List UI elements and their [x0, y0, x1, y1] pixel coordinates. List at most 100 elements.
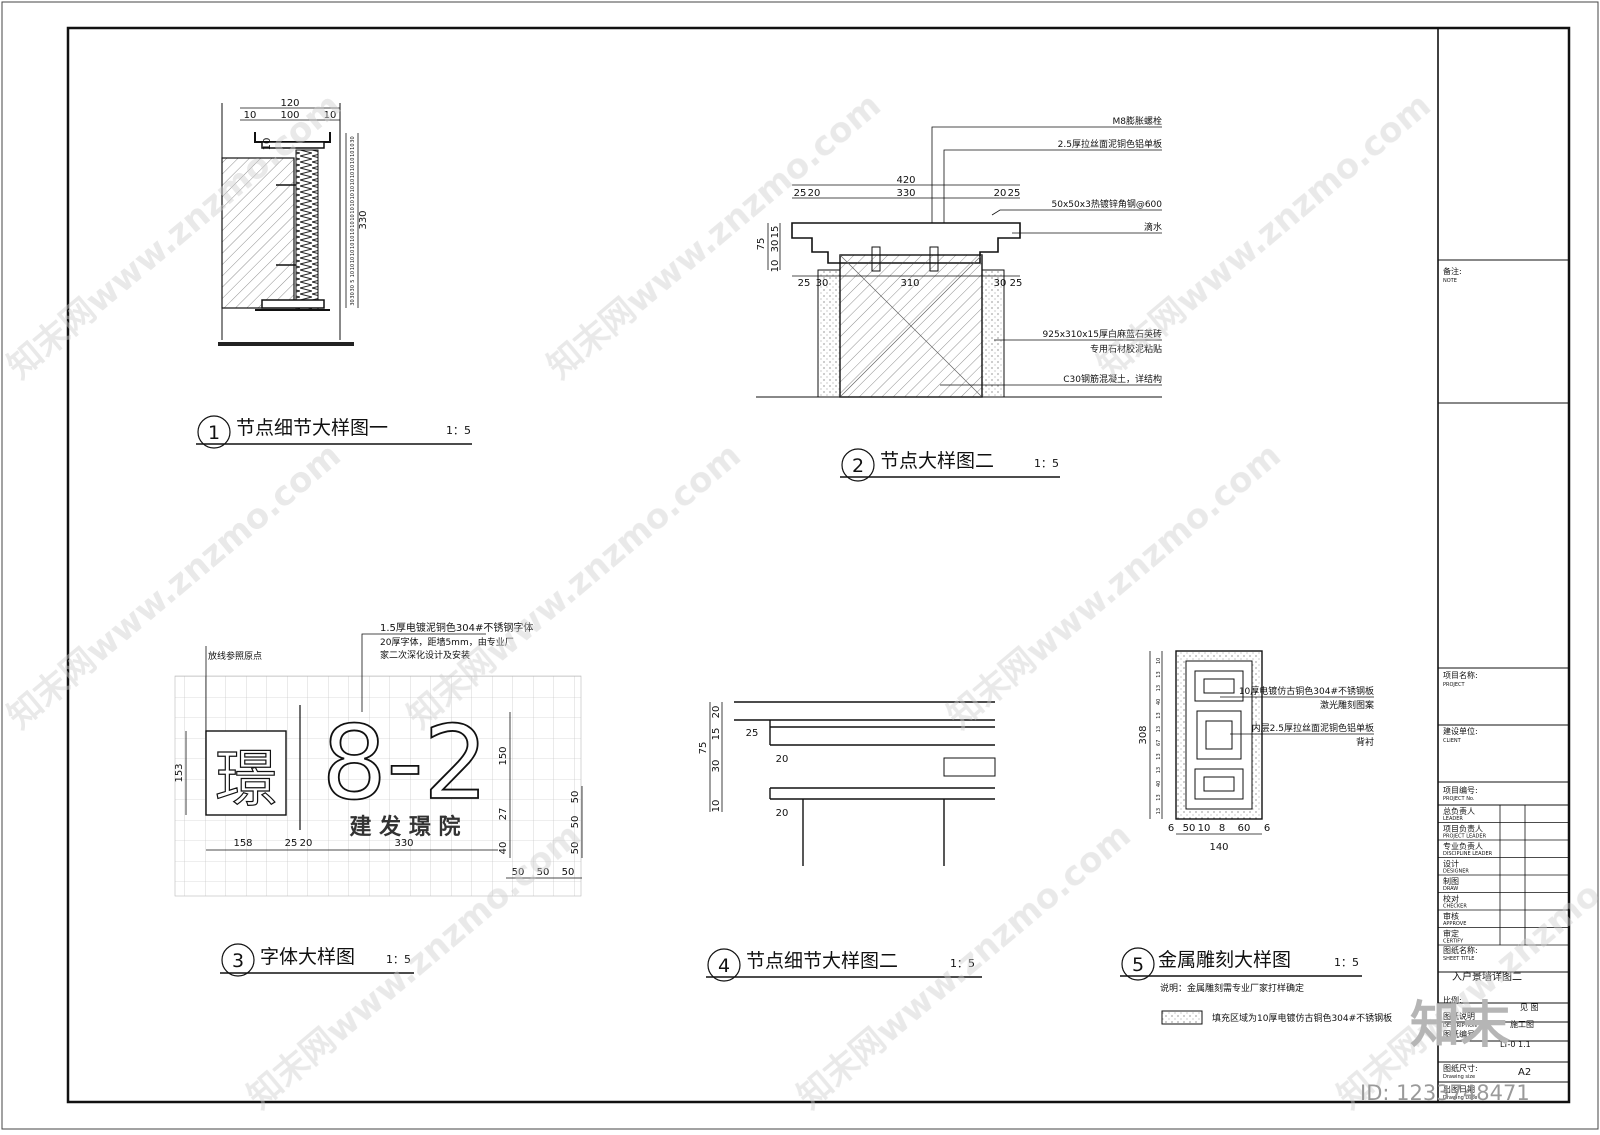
d1-stack-dim: 10	[350, 228, 356, 234]
d3-label-0: 放线参照原点	[208, 650, 262, 662]
d1-right-stack: 3010101010101010101010101010101010101010…	[350, 136, 356, 305]
d3-dim-w20: 20	[300, 838, 313, 849]
detail-2: 420 330 25 20 20 25 75 30 15 10 25 30 31…	[756, 115, 1163, 482]
d5-dim-w140: 140	[1209, 842, 1228, 853]
d3-dim-h27: 27	[498, 808, 509, 821]
d1-stack-dim: 10	[350, 158, 356, 164]
tb-desc-val: 施工图	[1510, 1019, 1534, 1029]
d1-dim-top-right: 10	[324, 110, 337, 121]
d4-title: 节点细节大样图二	[746, 950, 898, 972]
d3-dim-h153: 153	[174, 763, 185, 782]
tb-project-en: PROJECT	[1443, 682, 1466, 688]
d2-dim-b25: 25	[798, 278, 811, 289]
d2-label-2: 50x50x3热镀锌角钢@600	[1052, 198, 1163, 210]
d2-label-0: M8膨胀螺栓	[1113, 115, 1163, 127]
tb-sheet-title-en: SHEET TITLE	[1443, 956, 1474, 962]
d5-bottom-dim: 8	[1219, 823, 1225, 834]
tb-date-en: Drawing Date	[1443, 1095, 1477, 1101]
d1-stack-dim: 10	[350, 165, 356, 171]
d3-dim-w330: 330	[394, 838, 413, 849]
d2-dim-r2: 25	[1008, 188, 1021, 199]
d2-dim-v30: 30	[770, 240, 781, 253]
d3-scale: 1：5	[386, 953, 411, 966]
d3-dim-h40: 40	[498, 842, 509, 855]
d1-stack-dim: 10	[350, 243, 356, 249]
d2-dim-l2: 20	[808, 188, 821, 199]
d2-dim-b30: 30	[816, 278, 829, 289]
d2-dim-total: 420	[896, 175, 915, 186]
d3-dim-g4: 50	[512, 867, 525, 878]
d3-dim-h150: 150	[498, 746, 509, 765]
d5-bottom-dim: 60	[1238, 823, 1251, 834]
d3-dim-g6: 50	[562, 867, 575, 878]
tb-row-cn: 审核	[1443, 911, 1459, 921]
detail-1: 120 10 100 10 10 30101010101010101010101…	[196, 98, 472, 449]
d2-dim-r1: 20	[994, 188, 1007, 199]
d4-dim-h20a: 20	[776, 754, 789, 765]
tb-project-cn: 项目名称:	[1443, 670, 1478, 680]
d3-label-1: 1.5厚电镀泥铜色304#不锈钢字体	[380, 621, 533, 634]
d1-stack-dim: 10	[350, 151, 356, 157]
d1-stack-dim: 10	[350, 207, 356, 213]
tb-note-en: NOTE	[1443, 278, 1457, 284]
tb-row-en: APPROVE	[1443, 921, 1466, 927]
d2-label-6: C30钢筋混凝土，详结构	[1063, 373, 1162, 385]
watermark-id: ID: 1233748471	[1360, 1081, 1530, 1105]
tb-row-en: DESIGNER	[1443, 869, 1469, 875]
d1-stack-dim: 10	[350, 172, 356, 178]
tb-scale-cn: 比例:	[1443, 995, 1462, 1005]
watermark-3: 知末网www.znzmo.com	[1090, 85, 1439, 387]
tb-date-cn: 出图日期	[1443, 1084, 1475, 1094]
tb-project-no-en: PROJECT No.	[1443, 796, 1475, 802]
d5-stack-dim: 40	[1156, 699, 1162, 705]
d1-stack-dim: 30	[350, 136, 356, 142]
d1-dim-inner: 10	[262, 138, 273, 151]
d5-bottom-dim: 10	[1198, 823, 1211, 834]
d2-dim-b30r: 30	[994, 278, 1007, 289]
d5-title: 金属雕刻大样图	[1158, 949, 1291, 971]
tb-project-no-cn: 项目编号:	[1443, 785, 1478, 795]
d1-number: 1	[208, 422, 220, 444]
d5-bottom-dim: 6	[1264, 823, 1270, 834]
d1-stack-dim: 10	[350, 186, 356, 192]
d4-dim-v30: 30	[711, 760, 722, 773]
tb-sheet-title-cn: 图纸名称:	[1443, 945, 1478, 955]
d4-dim-v75: 75	[698, 742, 709, 755]
d1-stack-dim: 5	[350, 280, 356, 283]
d1-stack-dim: 10	[350, 250, 356, 256]
d3-dim-g3: 50	[570, 842, 581, 855]
tb-row-en: DISCIPLINE LEADER	[1443, 851, 1493, 857]
d5-legend-swatch	[1161, 1010, 1203, 1025]
d5-label-2: 内层2.5厚拉丝面泥铜色铝单板	[1252, 722, 1374, 734]
d1-stack-dim: 30	[350, 299, 356, 305]
d2-label-3: 滴水	[1144, 221, 1162, 233]
d1-stack-dim: 30	[350, 285, 356, 291]
d2-dim-l1: 25	[794, 188, 807, 199]
d3-dim-w158: 158	[233, 838, 252, 849]
d2-dim-b310: 310	[900, 278, 919, 289]
d5-stack-dim: 13	[1156, 712, 1162, 718]
d3-dim-g2: 50	[570, 816, 581, 829]
d5-dim-h308: 308	[1138, 725, 1149, 744]
d1-stack-dim: 10	[350, 264, 356, 270]
d2-dim-v75: 75	[756, 238, 767, 251]
d3-dim-g1: 50	[570, 791, 581, 804]
tb-scale-val: 见 图	[1520, 1003, 1539, 1012]
d3-dim-w25: 25	[285, 838, 298, 849]
watermark-brand: 知末	[1410, 996, 1510, 1054]
d2-label-4: 925x310x15厚白麻蓝石英砖	[1043, 328, 1162, 340]
d1-dim-top-mid: 100	[280, 110, 299, 121]
tb-row-en: LEADER	[1443, 816, 1463, 822]
tb-row-cn: 专业负责人	[1443, 841, 1483, 851]
d4-dim-v20: 20	[711, 706, 722, 719]
tb-row-en: PROJECT LEADER	[1443, 834, 1487, 840]
d2-dim-v10: 10	[770, 260, 781, 273]
tb-size-val: A2	[1518, 1067, 1531, 1078]
d5-note: 说明：金属雕刻需专业厂家打样确定	[1160, 982, 1304, 994]
